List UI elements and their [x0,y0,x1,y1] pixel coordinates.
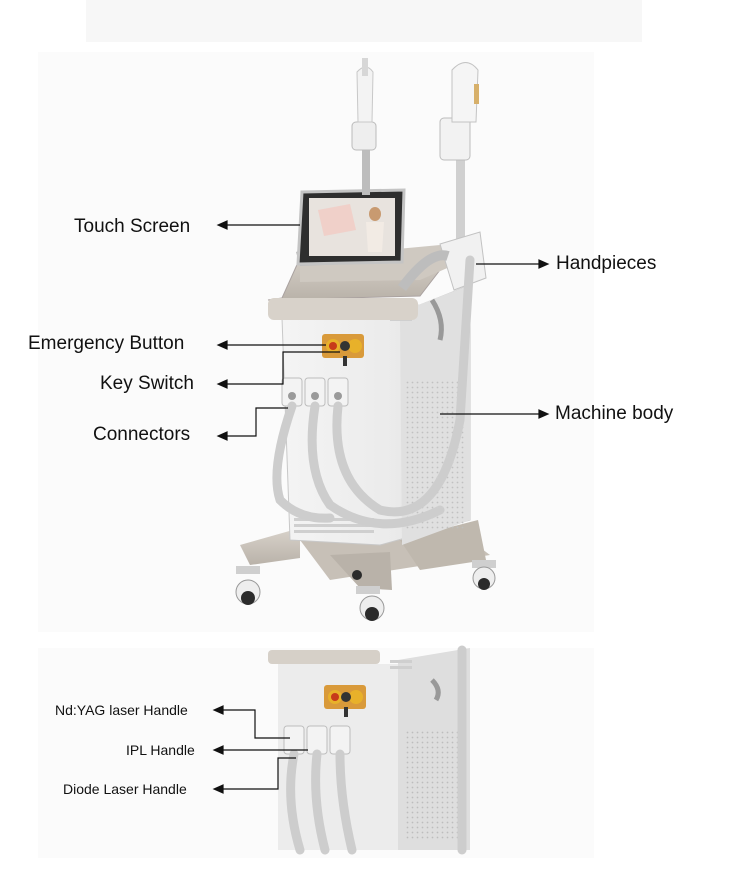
label-diode-handle: Diode Laser Handle [63,781,187,797]
handpiece-holder-left [351,58,377,195]
handpiece-holder-right [439,62,479,250]
detail-machine [268,645,470,855]
label-emergency-button: Emergency Button [28,333,185,354]
cables [272,255,475,529]
ipl-handpiece [397,231,487,291]
label-machine-body: Machine body [555,403,674,424]
machine-base [240,520,490,590]
label-handpieces: Handpieces [556,253,657,274]
label-ipl-handle: IPL Handle [126,742,195,758]
label-connectors: Connectors [93,424,191,445]
callout-lines [212,220,550,794]
label-ndyag-handle: Nd:YAG laser Handle [55,702,188,718]
wheel-icon [235,560,496,621]
top-image-strip [86,0,642,42]
touch-screen [296,188,406,266]
label-key-switch: Key Switch [100,373,194,394]
label-touch-screen: Touch Screen [74,216,191,237]
connector-block [281,377,349,407]
